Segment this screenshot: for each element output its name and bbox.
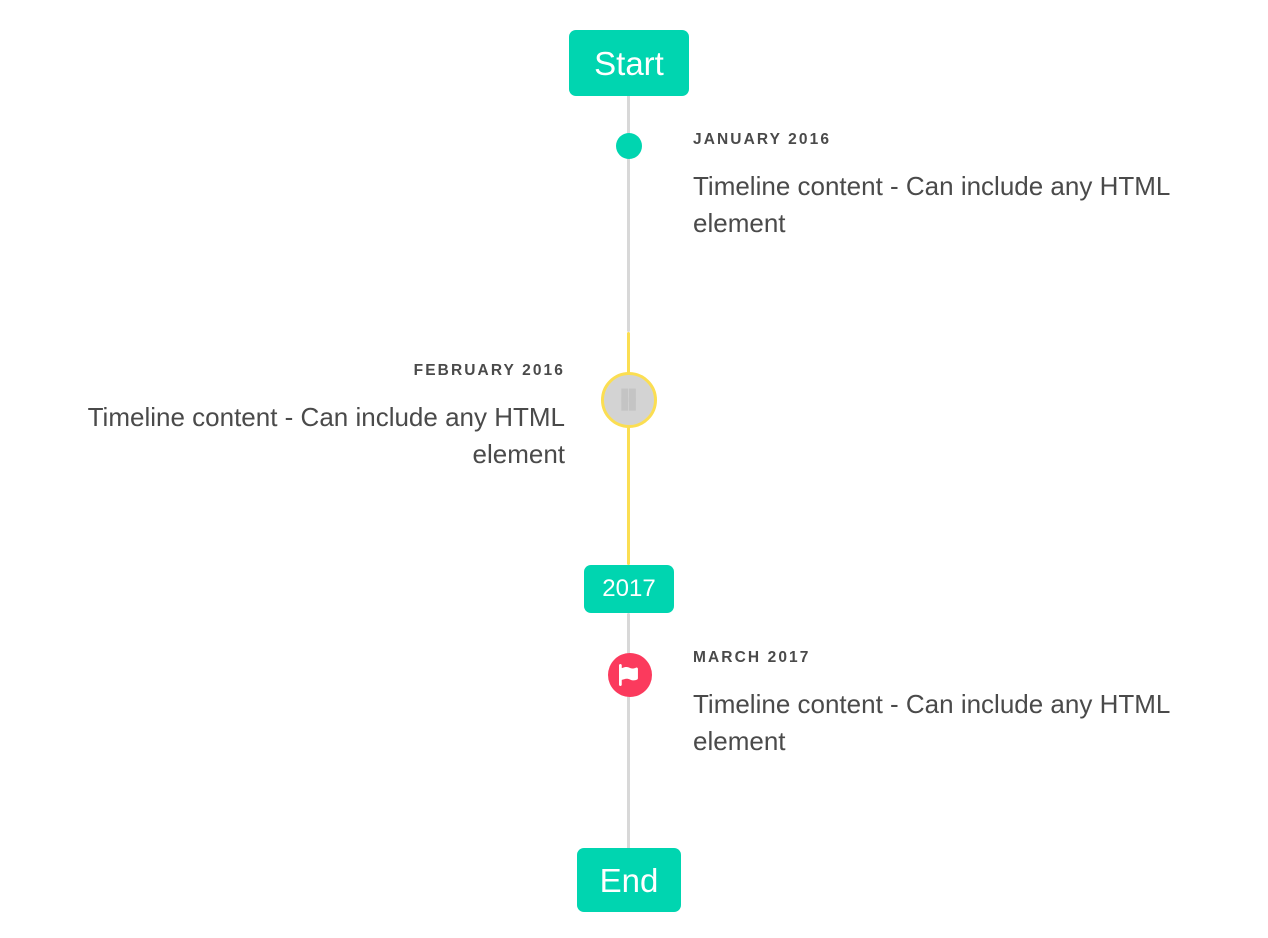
- timeline-axis-segment-bottom: [627, 613, 630, 853]
- timeline-axis-segment-highlight: [627, 332, 630, 565]
- flag-icon: [619, 664, 638, 686]
- timeline-marker-march-2017[interactable]: [608, 653, 652, 697]
- timeline-entry-body: Timeline content - Can include any HTML …: [693, 689, 1170, 756]
- timeline-entry-label: FEBRUARY 2016: [413, 362, 565, 379]
- timeline-entry-january-2016: JANUARY 2016 Timeline content - Can incl…: [693, 131, 1233, 242]
- timeline-marker-february-2016[interactable]: ████: [601, 372, 657, 428]
- timeline-marker-january-2016[interactable]: [616, 133, 642, 159]
- timeline-start-badge-label: Start: [594, 44, 664, 82]
- timeline-mid-badge-label: 2017: [602, 575, 656, 602]
- timeline-entry-label: JANUARY 2016: [693, 131, 832, 148]
- missing-glyph-icon: ████: [621, 389, 637, 411]
- timeline-entry-march-2017: MARCH 2017 Timeline content - Can includ…: [693, 649, 1233, 760]
- timeline-start-badge[interactable]: Start: [569, 30, 689, 96]
- timeline-end-badge-label: End: [599, 861, 659, 899]
- timeline-axis-segment-top: [627, 95, 630, 332]
- timeline-entry-label: MARCH 2017: [693, 649, 811, 666]
- timeline-entry-body: Timeline content - Can include any HTML …: [87, 402, 565, 469]
- timeline-mid-badge-2017[interactable]: 2017: [584, 565, 674, 613]
- timeline-end-badge[interactable]: End: [577, 848, 681, 912]
- timeline-entry-february-2016: FEBRUARY 2016 Timeline content - Can inc…: [22, 362, 565, 473]
- timeline-entry-body: Timeline content - Can include any HTML …: [693, 171, 1170, 238]
